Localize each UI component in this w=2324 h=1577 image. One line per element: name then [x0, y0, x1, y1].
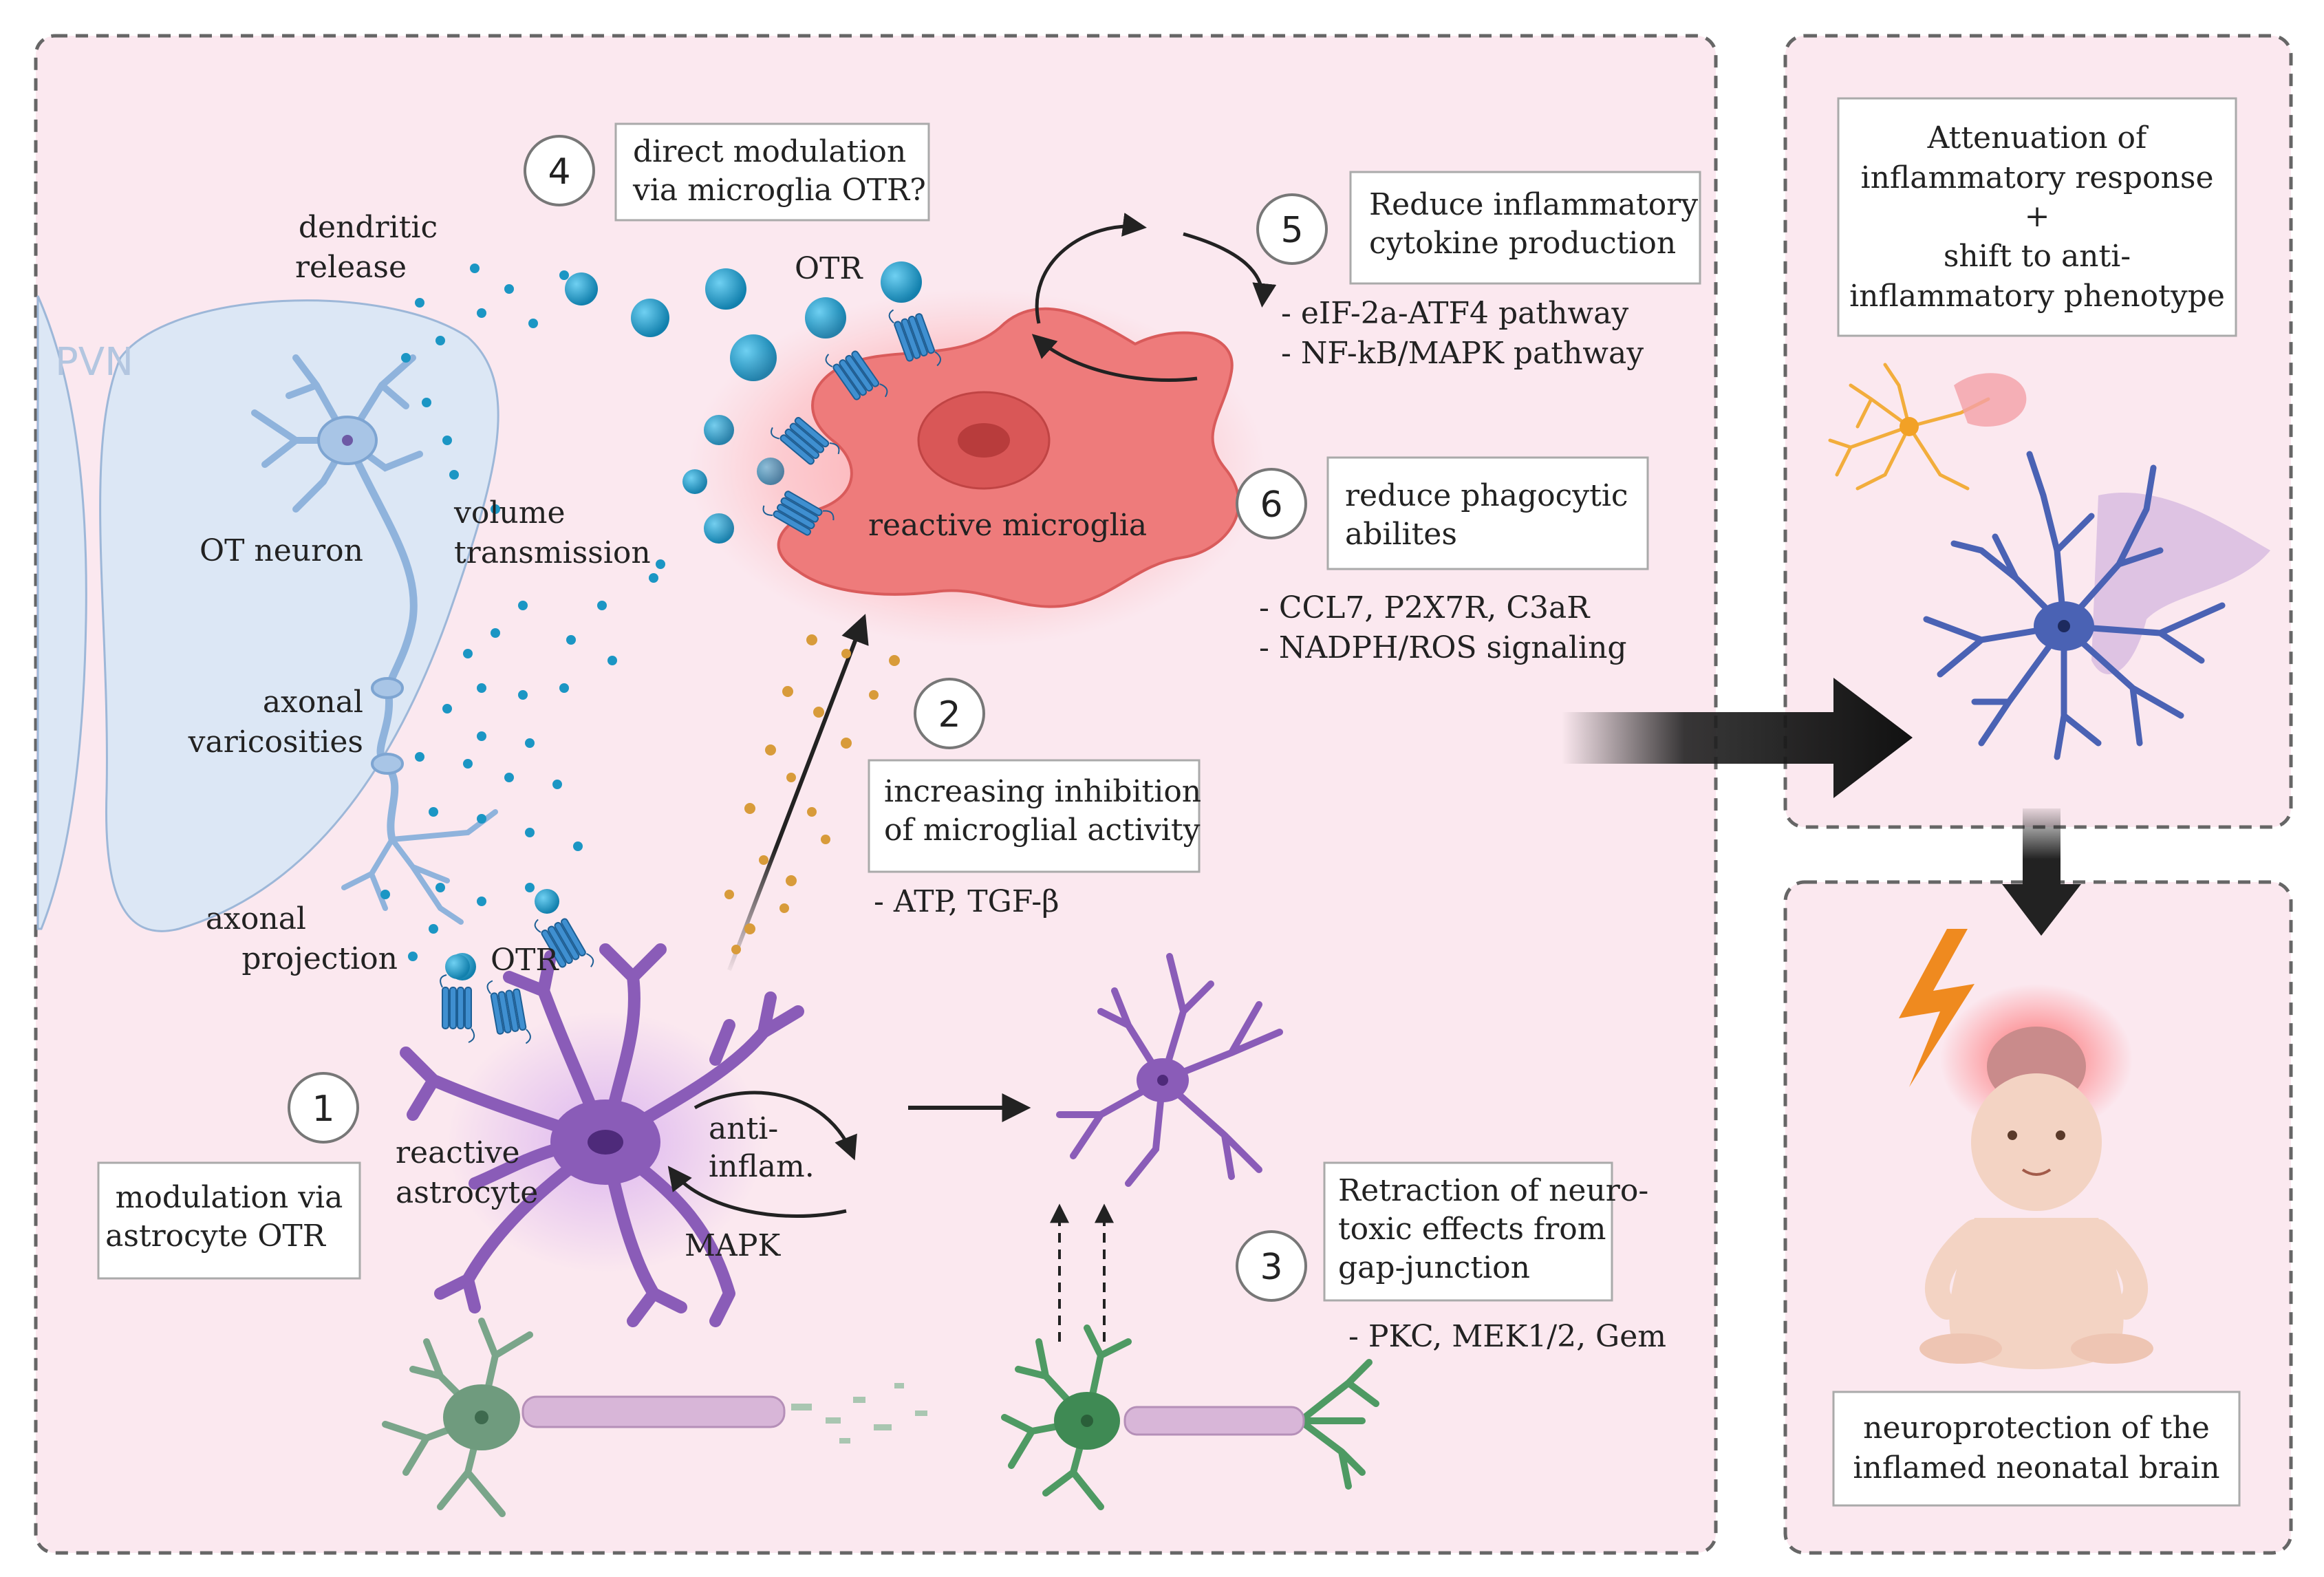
- anti-inflammatory-microglia-small: [1828, 363, 2027, 491]
- step-6-badge: 6: [1236, 468, 1307, 539]
- svg-text:4: 4: [548, 151, 570, 193]
- cycle-arrow-top: [1035, 213, 1147, 324]
- healthy-astrocyte-large: [1923, 451, 2270, 760]
- reactive-microglia-label: reactive microglia: [868, 508, 1147, 543]
- mapk-arrow: [667, 1166, 847, 1218]
- lightning-icon: [1899, 929, 1975, 1087]
- step-6-details: - CCL7, P2X7R, C3aR- NADPH/ROS signaling: [1259, 590, 1627, 665]
- outcome-arrow-right: [1562, 678, 1913, 798]
- damaged-neuron: [382, 1318, 927, 1517]
- cycle-arrow-bottom: [1031, 334, 1198, 382]
- healthy-neuron: [1001, 1324, 1379, 1510]
- svg-text:3: 3: [1260, 1247, 1282, 1288]
- step-1-badge: 1: [288, 1072, 359, 1144]
- step-2-details: - ATP, TGF-β: [874, 884, 1059, 919]
- ot-neuron-label: OT neuron: [200, 533, 363, 568]
- anti-inflam-arrow: [693, 1091, 857, 1161]
- step-5-badge: 5: [1256, 193, 1328, 265]
- oxytocin-dots: [380, 264, 665, 961]
- signal-dots-orange: [724, 634, 900, 954]
- step-2-badge: 2: [914, 678, 985, 749]
- arrow-step2: [727, 614, 869, 972]
- step-4-badge: 4: [524, 135, 595, 206]
- svg-text:2: 2: [938, 694, 960, 736]
- step-3-badge: 3: [1236, 1230, 1307, 1302]
- otr-label-top: OTR: [795, 251, 863, 286]
- anti-inflam-label: anti-inflam.: [709, 1111, 815, 1184]
- pvn-region: [36, 295, 499, 932]
- svg-text:1: 1: [312, 1088, 334, 1130]
- step-3-details: - PKC, MEK1/2, Gem: [1348, 1319, 1666, 1354]
- svg-text:Retraction of neuro-toxic effe: Retraction of neuro-toxic effects fromga…: [1338, 1173, 1648, 1285]
- cycle-arrow-right: [1183, 232, 1277, 308]
- step-5-details: - eIF-2a-ATF4 pathway- NF-kB/MAPK pathwa…: [1281, 296, 1644, 371]
- otr-label-bottom: OTR: [491, 943, 559, 978]
- pvn-label: PVN: [55, 340, 133, 385]
- neonate-illustration: [1919, 1027, 2153, 1369]
- mapk-label: MAPK: [685, 1228, 781, 1263]
- svg-text:6: 6: [1260, 484, 1282, 526]
- svg-text:5: 5: [1280, 210, 1303, 251]
- outcome-arrow-down: [2002, 808, 2081, 936]
- resting-astrocyte: [1056, 953, 1283, 1187]
